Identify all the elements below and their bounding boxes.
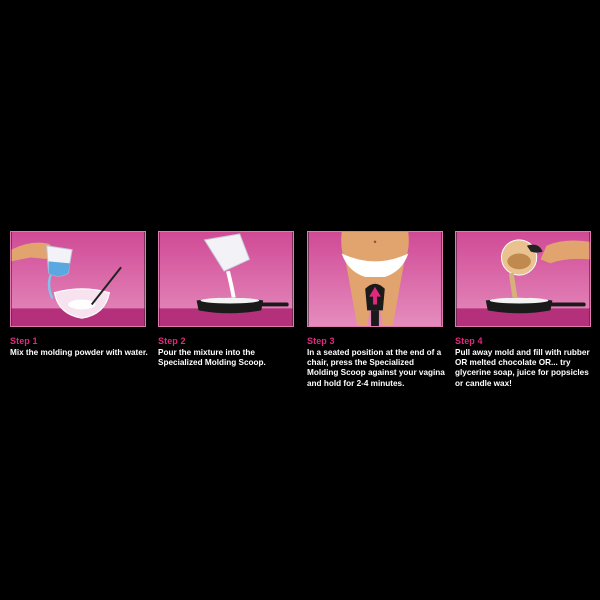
pouring-water-into-bowl-icon (11, 232, 145, 326)
step-4-label: Step 4 (455, 336, 483, 346)
step-3-text: In a seated position at the end of a cha… (307, 348, 445, 388)
step-1-text: Mix the molding powder with water. (10, 348, 148, 357)
step-4-illustration (455, 231, 591, 327)
step-2-text: Pour the mixture into the Specialized Mo… (158, 348, 266, 368)
step-4-text: Pull away mold and fill with rubber OR m… (455, 348, 590, 388)
pouring-mixture-into-scoop-icon (159, 232, 293, 326)
step-2-illustration (158, 231, 294, 327)
step-3-label: Step 3 (307, 336, 335, 346)
seated-scoop-position-icon (308, 232, 442, 326)
step-1-label: Step 1 (10, 336, 38, 346)
step-1-illustration (10, 231, 146, 327)
step-3-illustration (307, 231, 443, 327)
pouring-fill-into-mold-icon (456, 232, 590, 326)
step-2-label: Step 2 (158, 336, 186, 346)
